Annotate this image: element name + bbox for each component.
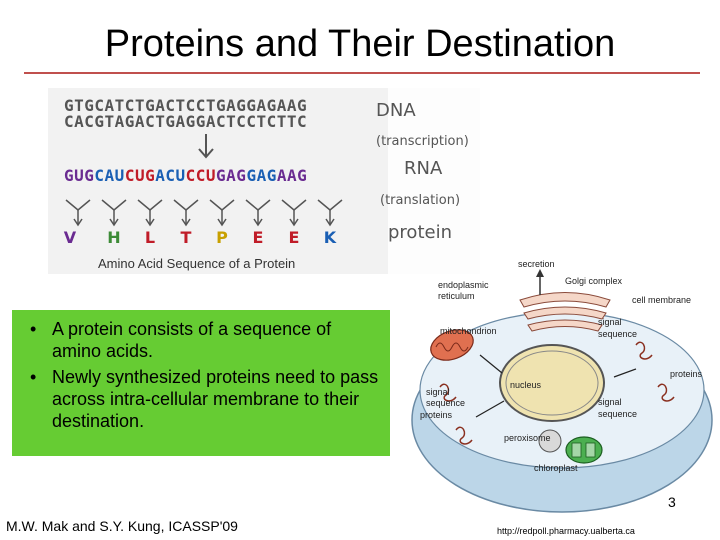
label-signal-right-2: sequence xyxy=(598,409,637,419)
nucleus-inner xyxy=(505,350,599,416)
protein-squiggles xyxy=(439,341,675,445)
title-underline xyxy=(24,72,700,74)
dna-translation-figure: GTGCATCTGACTCCTGAGGAGAAG CACGTAGACTGAGGA… xyxy=(48,88,480,274)
bullet-dot-icon: • xyxy=(30,319,37,339)
nucleus xyxy=(499,344,605,422)
rna-codon: GUG xyxy=(64,166,95,185)
label-signal-top-1: signal xyxy=(598,317,622,327)
label-signal-top-2: sequence xyxy=(598,329,637,339)
dna-strand-2: CACGTAGACTGAGGACTCCTCTTC xyxy=(64,112,308,131)
figure-caption: Amino Acid Sequence of a Protein xyxy=(98,256,296,271)
amino-acid: E xyxy=(288,228,300,247)
bullet-dot-icon: • xyxy=(30,367,37,387)
rna-codon: CUG xyxy=(124,166,156,185)
label-cell-membrane: cell membrane xyxy=(632,295,691,305)
bullet-text: Newly synthesized proteins need to pass … xyxy=(52,367,379,431)
bullet-item: • A protein consists of a sequence of am… xyxy=(24,318,382,362)
amino-acid-row: V H L T P E E K xyxy=(48,198,388,248)
amino-acid: E xyxy=(252,228,264,247)
footer-source-url: http://redpoll.pharmacy.ualberta.ca xyxy=(497,526,635,536)
label-golgi-complex: Golgi complex xyxy=(565,276,623,286)
label-reticulum: reticulum xyxy=(438,291,475,301)
amino-acid: P xyxy=(216,228,228,247)
codon-arrows-icon xyxy=(65,199,343,227)
down-arrow-icon xyxy=(198,134,214,159)
label-signal-left-2: sequence xyxy=(426,398,465,408)
amino-acid: T xyxy=(180,228,192,247)
label-signal-left-1: signal xyxy=(426,387,450,397)
figure-background xyxy=(48,88,388,274)
footer-authors: M.W. Mak and S.Y. Kung, ICASSP'09 xyxy=(6,518,238,534)
transcription-label: (transcription) xyxy=(376,134,469,149)
page-number: 3 xyxy=(668,494,676,510)
amino-acid: V xyxy=(63,228,77,247)
bullet-text: A protein consists of a sequence of amin… xyxy=(52,319,332,361)
protein-label: protein xyxy=(388,222,452,243)
golgi-complex xyxy=(519,292,611,332)
chloroplast xyxy=(565,436,603,464)
rna-codon: CCU xyxy=(185,166,217,185)
peroxisome xyxy=(538,429,562,453)
slide-title: Proteins and Their Destination xyxy=(104,23,616,65)
label-peroxisome: peroxisome xyxy=(504,433,551,443)
label-chloroplast: chloroplast xyxy=(534,463,578,473)
diagram-arrows xyxy=(475,354,637,418)
label-proteins-right: proteins xyxy=(670,369,703,379)
bullet-box: • A protein consists of a sequence of am… xyxy=(12,310,390,456)
amino-acid: H xyxy=(107,228,121,247)
label-secretion: secretion xyxy=(518,259,555,269)
secretion-arrowhead-icon xyxy=(536,269,544,277)
dna-strand-1: GTGCATCTGACTCCTGAGGAGAAG xyxy=(64,96,308,115)
amino-acid: K xyxy=(323,228,337,247)
rna-codon: ACU xyxy=(155,166,186,185)
label-endoplasmic: endoplasmic xyxy=(438,280,489,290)
bullet-item: • Newly synthesized proteins need to pas… xyxy=(24,366,382,432)
bullet-list: • A protein consists of a sequence of am… xyxy=(12,310,390,432)
rna-codon: GAG xyxy=(216,166,247,185)
rna-sequence: GUGCAUCUGACUCCUGAGGAGAAG xyxy=(64,166,307,185)
rna-label: RNA xyxy=(404,158,443,179)
label-mitochondrion: mitochondrion xyxy=(440,326,497,336)
label-proteins-left: proteins xyxy=(420,410,453,420)
rna-codon: GAG xyxy=(246,166,277,185)
dna-label: DNA xyxy=(376,100,416,121)
label-signal-right-1: signal xyxy=(598,397,622,407)
mitochondrion xyxy=(430,329,474,361)
translation-label: (translation) xyxy=(380,193,461,208)
rna-codon: AAG xyxy=(276,166,308,185)
amino-acid: L xyxy=(144,228,156,247)
cell-diagram: secretion Golgi complex endoplasmic reti… xyxy=(411,259,713,513)
rna-codon: CAU xyxy=(94,166,125,185)
label-nucleus: nucleus xyxy=(510,380,542,390)
